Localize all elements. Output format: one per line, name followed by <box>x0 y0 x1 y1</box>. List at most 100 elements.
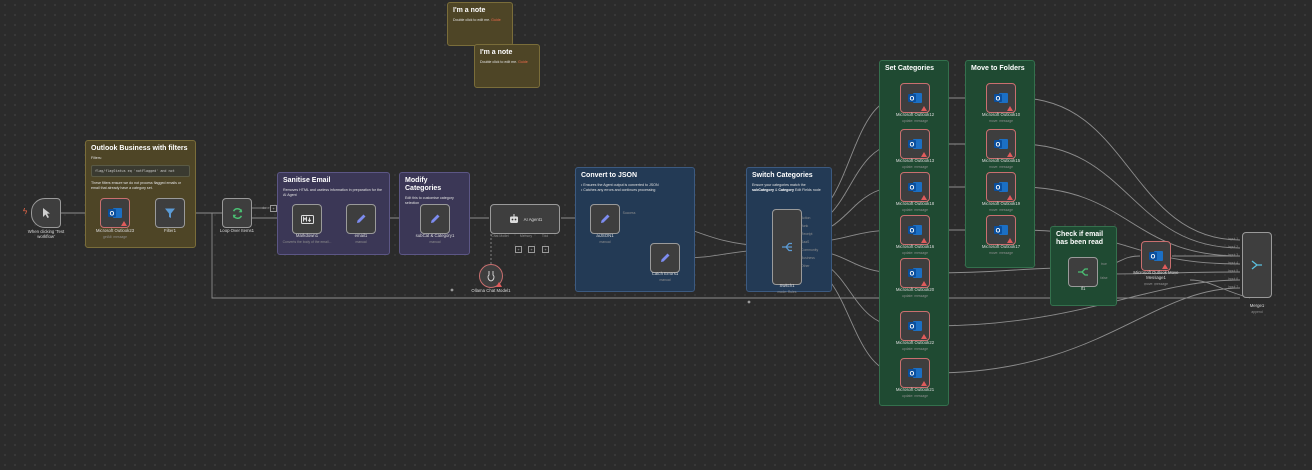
outlook-icon: O <box>994 138 1008 150</box>
pencil-icon <box>357 214 366 223</box>
aijson-label: aiJSON1 <box>596 233 614 238</box>
node-set12[interactable]: O <box>900 83 930 113</box>
node-set22[interactable]: O <box>900 311 930 341</box>
node-outlook23[interactable]: O <box>100 198 130 228</box>
subcat-sub: manual <box>429 240 441 244</box>
warning-icon <box>1162 264 1168 269</box>
switch-output-label: Junk <box>801 224 809 228</box>
set20-label: Microsoft Outlook20 <box>895 287 935 292</box>
svg-text:O: O <box>910 97 915 103</box>
node-email1[interactable] <box>346 204 376 234</box>
agent-add-memory-button[interactable]: + <box>528 246 535 253</box>
aijson-port-success: Success <box>622 211 636 215</box>
note-b-title: I'm a note <box>480 49 513 56</box>
node-ollama[interactable] <box>479 264 503 288</box>
note-a-link[interactable]: Guide <box>491 18 501 23</box>
node-loop[interactable] <box>222 198 252 228</box>
subcat-label: subCat & Category1 <box>415 233 455 238</box>
if1-port-true: true <box>1101 262 1107 266</box>
svg-text:O: O <box>996 186 1001 192</box>
node-aijson[interactable] <box>590 204 620 234</box>
warning-icon <box>921 152 927 157</box>
node-catch-errors[interactable] <box>650 243 680 273</box>
catch-sub: manual <box>659 278 671 282</box>
outlook-icon: O <box>908 138 922 150</box>
set12-sub: update: message <box>901 119 928 123</box>
refresh-icon <box>232 207 242 219</box>
node-set18[interactable]: O <box>900 172 930 202</box>
warning-icon <box>921 334 927 339</box>
node-set20[interactable]: O <box>900 258 930 288</box>
set21-label: Microsoft Outlook21 <box>895 387 935 392</box>
set12-label: Microsoft Outlook12 <box>895 112 935 117</box>
merge-input-label: Input 4 <box>1227 261 1239 265</box>
warning-icon <box>1007 106 1013 111</box>
convert-bullet-1: Ensures the Agent output is converted to… <box>583 183 659 188</box>
warning-icon <box>921 238 927 243</box>
mv17-sub: move: message <box>989 251 1013 255</box>
node-mv17[interactable]: O <box>986 215 1016 245</box>
outlook-icon: O <box>108 207 122 219</box>
if1-label: If1 <box>1080 286 1086 291</box>
warning-icon <box>1007 238 1013 243</box>
note-a-title: I'm a note <box>453 7 486 14</box>
switch-output-label: SaaS <box>801 240 810 244</box>
svg-text:O: O <box>996 97 1001 103</box>
sticky-note-a[interactable]: I'm a note Double click to edit me. Guid… <box>447 2 513 46</box>
loop-add-button[interactable]: + <box>270 205 277 212</box>
outlook-icon: O <box>994 92 1008 104</box>
node-mv19[interactable]: O <box>986 172 1016 202</box>
markdown-label: Markdown1 <box>295 233 319 238</box>
node-subcat[interactable] <box>420 204 450 234</box>
node-switch[interactable] <box>772 209 802 285</box>
set18-sub: update: message <box>901 208 928 212</box>
outlook-sticky-filters-label: Filters: <box>91 156 102 161</box>
switch-sticky-bold-1: subCategory <box>752 187 774 192</box>
node-if1[interactable] <box>1068 257 1098 287</box>
node-markdown[interactable] <box>292 204 322 234</box>
svg-text:O: O <box>910 325 915 331</box>
pencil-icon <box>601 214 610 223</box>
node-ai-agent[interactable]: AI Agent1 <box>490 204 560 234</box>
set13-sub: update: message <box>901 165 928 169</box>
node-filter1[interactable] <box>155 198 185 228</box>
note-b-body: Double click to edit me. <box>480 60 519 65</box>
modify-body: Edit this to customise category selectio… <box>405 196 454 205</box>
warning-icon <box>921 106 927 111</box>
agent-add-model-button[interactable]: + <box>515 246 522 253</box>
node-mv15[interactable]: O <box>986 129 1016 159</box>
node-set21[interactable]: O <box>900 358 930 388</box>
warning-icon <box>921 281 927 286</box>
switch-sticky-body-suffix: Edit Fields node <box>793 187 821 192</box>
switch-sticky-body-mid: & <box>773 187 779 192</box>
node-set13[interactable]: O <box>900 129 930 159</box>
switch-output-label: Receipt <box>801 232 813 236</box>
outlook-icon: O <box>908 267 922 279</box>
node-set16[interactable]: O <box>900 215 930 245</box>
note-b-link[interactable]: Guide <box>518 60 528 65</box>
set22-sub: update: message <box>901 347 928 351</box>
sticky-outlook-filters[interactable]: Outlook Business with filters Filters: f… <box>85 140 196 248</box>
svg-text:O: O <box>996 229 1001 235</box>
mv10-label: Microsoft Outlook10 <box>981 112 1021 117</box>
switch-output-label: Action <box>801 216 811 220</box>
loop-port-done: done <box>262 206 270 210</box>
merge-icon <box>1251 260 1262 270</box>
node-merge[interactable] <box>1242 232 1272 298</box>
sticky-note-b[interactable]: I'm a note Double click to edit me. Guid… <box>474 44 540 88</box>
switch-sticky-body-prefix: Ensure your categories match the <box>752 183 806 188</box>
llama-icon <box>487 271 495 282</box>
outlook-icon: O <box>1149 250 1163 262</box>
svg-text:O: O <box>910 186 915 192</box>
outlook-icon: O <box>908 224 922 236</box>
switch-output-label: Community <box>801 248 819 252</box>
switch-icon <box>782 242 792 252</box>
email1-label: email1 <box>354 233 368 238</box>
node-move-message[interactable]: O <box>1141 241 1171 271</box>
robot-icon <box>509 214 518 223</box>
node-mv10[interactable]: O <box>986 83 1016 113</box>
node-trigger[interactable] <box>31 198 61 228</box>
switch-output-label: Other <box>801 264 810 268</box>
svg-text:O: O <box>110 212 115 218</box>
agent-add-tool-button[interactable]: + <box>542 246 549 253</box>
